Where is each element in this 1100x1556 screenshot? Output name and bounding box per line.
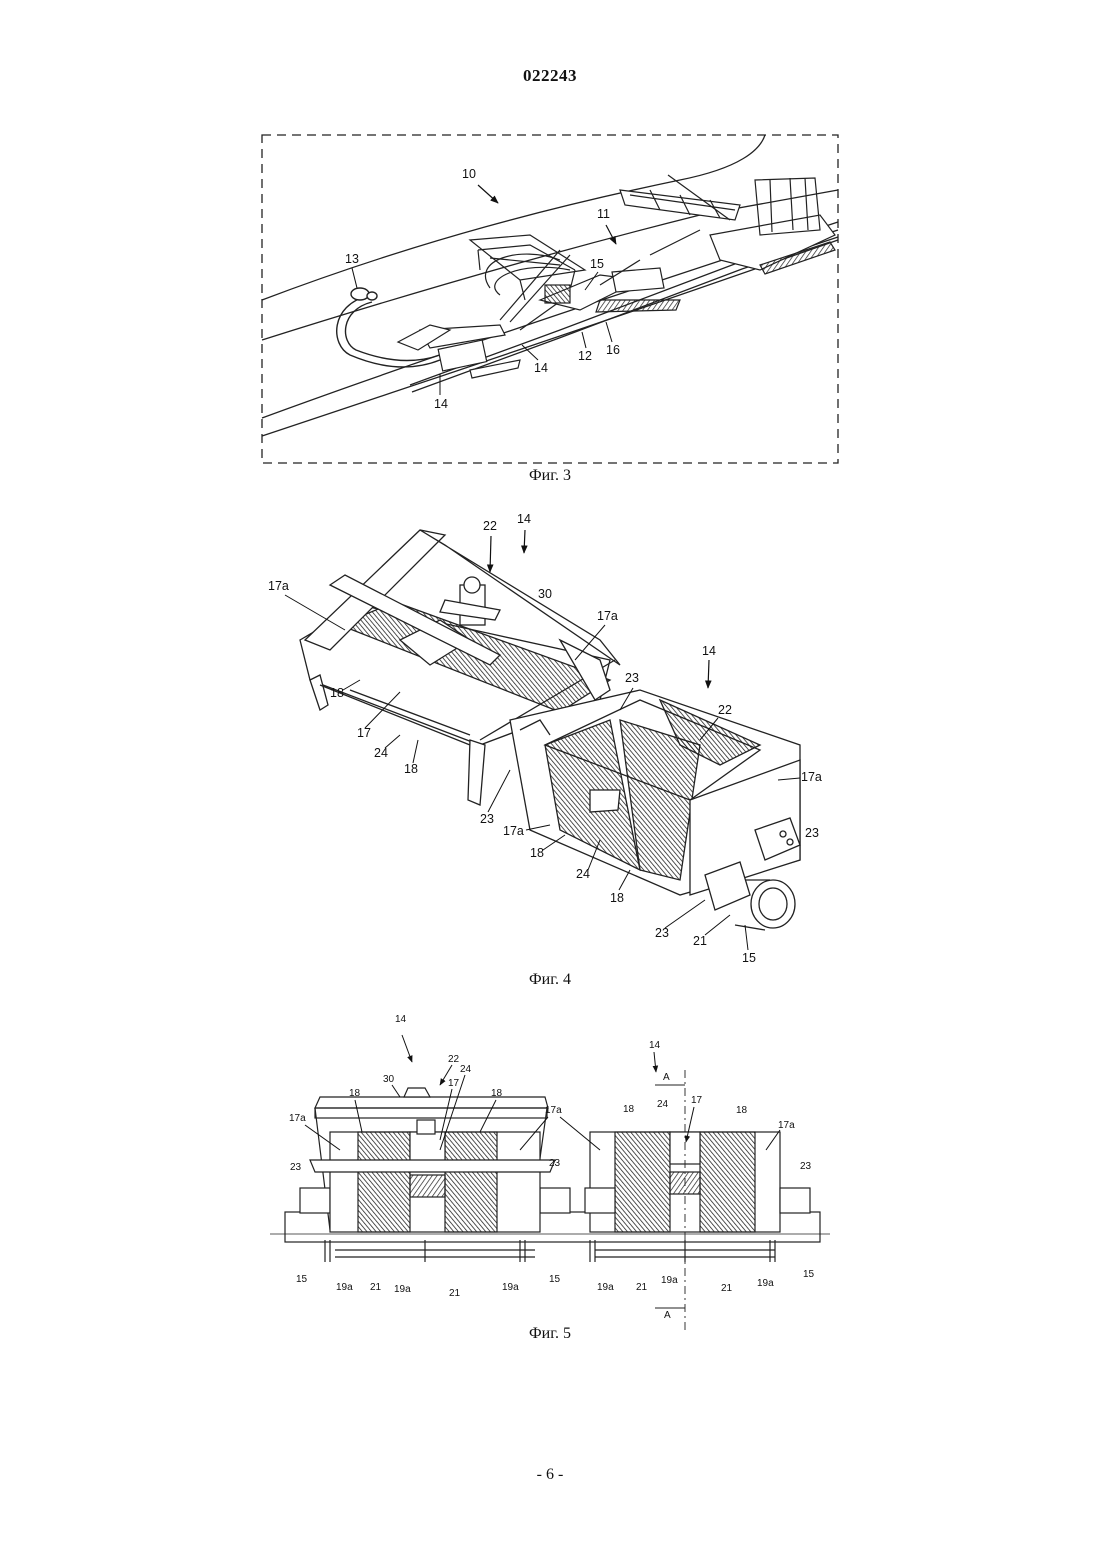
label-19a-2: 19a — [394, 1284, 411, 1295]
label-A-bottom: A — [664, 1310, 671, 1321]
label-24-right: 24 — [657, 1099, 669, 1110]
page-number: - 6 - — [0, 1466, 1100, 1484]
label-22: 22 — [448, 1054, 460, 1065]
label-23-mid: 23 — [549, 1158, 561, 1169]
label-A-top: A — [663, 1072, 670, 1083]
label-17-left: 17 — [448, 1078, 460, 1089]
label-15-left: 15 — [296, 1274, 308, 1285]
label-17a-mid: 17a — [545, 1105, 562, 1116]
label-21-1: 21 — [370, 1282, 382, 1293]
label-19a-1: 19a — [336, 1282, 353, 1293]
label-14-right: 14 — [649, 1040, 661, 1051]
label-18-right-b: 18 — [736, 1105, 748, 1116]
label-23-right: 23 — [800, 1161, 812, 1172]
weight-unit-right-side — [585, 1070, 810, 1330]
label-14-left: 14 — [395, 1014, 407, 1025]
label-19a-6: 19a — [757, 1278, 774, 1289]
label-23-left: 23 — [290, 1162, 302, 1173]
label-15-mid: 15 — [549, 1274, 561, 1285]
label-18-left-b: 18 — [491, 1088, 503, 1099]
label-19a-5: 19a — [661, 1275, 678, 1286]
label-21-3: 21 — [636, 1282, 648, 1293]
label-19a-4: 19a — [597, 1282, 614, 1293]
label-24-left: 24 — [460, 1064, 472, 1075]
label-19a-3: 19a — [502, 1282, 519, 1293]
figure-5-caption: Фиг. 5 — [0, 1325, 1100, 1343]
label-18-left-a: 18 — [349, 1088, 361, 1099]
label-15-right: 15 — [803, 1269, 815, 1280]
label-21-2: 21 — [449, 1288, 461, 1299]
label-21-4: 21 — [721, 1283, 733, 1294]
label-30: 30 — [383, 1074, 395, 1085]
label-17a-left: 17a — [289, 1113, 306, 1124]
label-17-right: 17 — [691, 1095, 703, 1106]
label-18-right-a: 18 — [623, 1104, 635, 1115]
figure-5-drawing: 14 22 24 30 17 18 18 17a 17a 23 23 15 19… — [0, 0, 1100, 1320]
label-17a-right: 17a — [778, 1120, 795, 1131]
